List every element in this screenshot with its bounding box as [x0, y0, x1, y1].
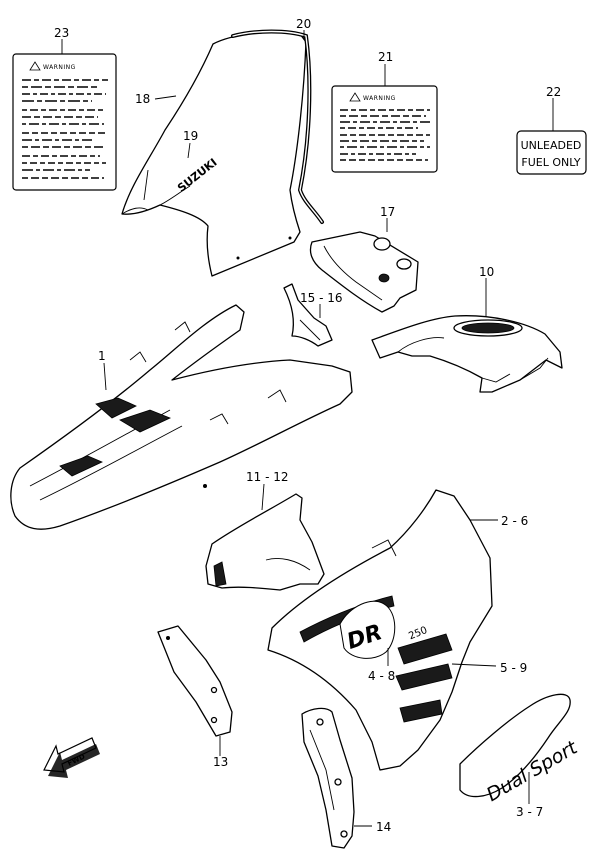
- callout-17: 17: [380, 205, 395, 219]
- plate-15-16: 15 - 16: [283, 283, 343, 347]
- callout-18: 18: [135, 92, 150, 106]
- warning-label-21: WARNING 21: [331, 50, 438, 173]
- callout-13: 13: [213, 755, 228, 769]
- callout-10: 10: [479, 265, 494, 279]
- callout-5-9: 5 - 9: [500, 661, 527, 675]
- callout-20: 20: [296, 17, 311, 31]
- callout-1: 1: [98, 349, 106, 363]
- warning-triangle-icon: [29, 61, 41, 71]
- warning-text-lines-23: [22, 79, 108, 179]
- fuel-label-line2: FUEL ONLY: [521, 156, 581, 169]
- callout-21: 21: [378, 50, 393, 64]
- warning-title-23: WARNING: [43, 64, 76, 71]
- side-panel-11-12: 11 - 12: [205, 470, 325, 591]
- headlight-cowl-10: 10: [371, 265, 563, 393]
- callout-11-12: 11 - 12: [246, 470, 289, 484]
- callout-4-8: 4 - 8: [368, 669, 395, 683]
- callout-23: 23: [54, 26, 69, 40]
- bracket-17: 17: [309, 205, 419, 313]
- fwd-arrow-icon: FWD: [43, 737, 100, 778]
- fuel-label-22: UNLEADED FUEL ONLY 22: [516, 85, 587, 175]
- callout-14: 14: [376, 820, 391, 834]
- decal-3-7: Dual Sport 3 - 7: [459, 693, 582, 819]
- callout-2-6: 2 - 6: [501, 514, 528, 528]
- warning-triangle-icon: [349, 92, 361, 102]
- callout-22: 22: [546, 85, 561, 99]
- warning-title-21: WARNING: [363, 95, 396, 102]
- warning-text-lines-21: [340, 109, 430, 161]
- front-fender-1: 1: [10, 304, 353, 530]
- callout-15-16: 15 - 16: [300, 291, 343, 305]
- windscreen: SUZUKI 18 19 20: [121, 17, 324, 277]
- side-cover-13: 13: [157, 625, 233, 769]
- lower-panel-14: 14: [301, 707, 391, 849]
- callout-19: 19: [183, 129, 198, 143]
- tank-shroud-2-6: DR 250 2 - 6 4 - 8 5 - 9: [267, 489, 528, 771]
- windscreen-body: [121, 31, 307, 277]
- callout-3-7: 3 - 7: [516, 805, 543, 819]
- warning-label-23: WARNING 23: [12, 26, 117, 191]
- shroud-emblem-dr: [339, 600, 396, 659]
- fuel-label-line1: UNLEADED: [521, 139, 582, 152]
